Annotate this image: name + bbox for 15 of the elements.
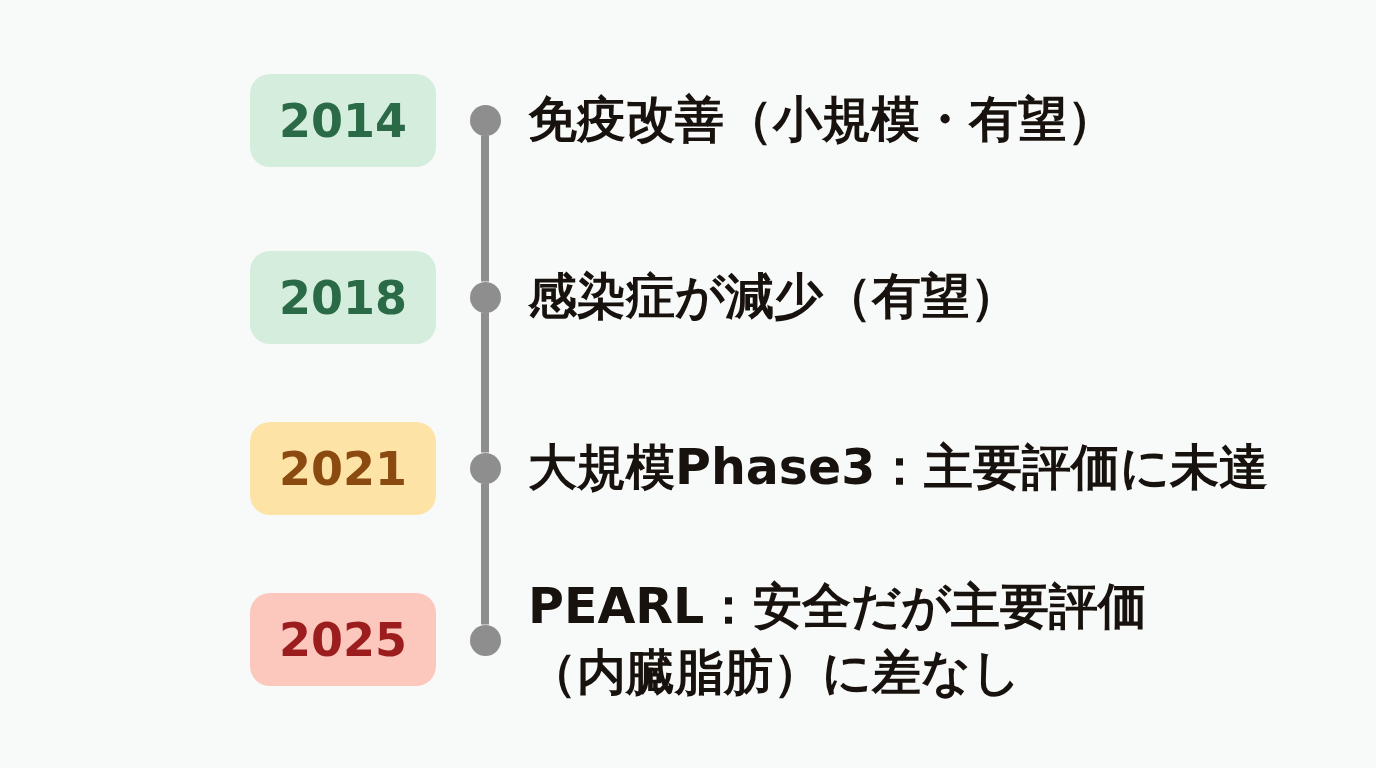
event-text: 免疫改善（小規模・有望） (528, 90, 1117, 150)
event-text: 大規模Phase3：主要評価に未達 (528, 438, 1270, 498)
timeline-dot (469, 624, 501, 656)
timeline-dot (469, 104, 501, 136)
event-text: PEARL：安全だが主要評価（内臓脂肪）に差なし (528, 577, 1149, 703)
year-badge: 2025 (250, 593, 436, 686)
year-badge: 2018 (250, 251, 436, 344)
timeline-line (481, 483, 489, 625)
timeline-line (481, 135, 489, 282)
event-text: 感染症が減少（有望） (528, 267, 1020, 327)
timeline-dot (469, 452, 501, 484)
year-badge: 2021 (250, 422, 436, 515)
timeline-line (481, 312, 489, 453)
year-badge: 2014 (250, 74, 436, 167)
timeline-dot (469, 281, 501, 313)
